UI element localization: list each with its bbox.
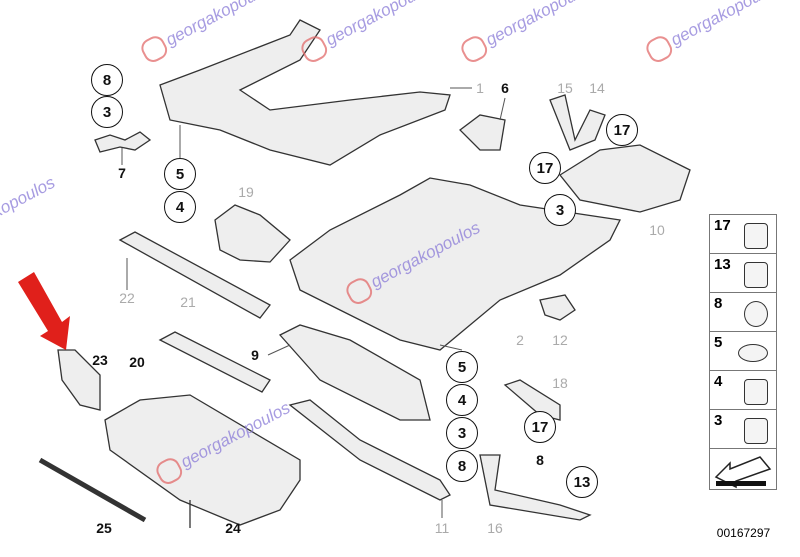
part-label: 8 [536,452,544,468]
bracket-18 [503,379,561,421]
strip-16 [479,454,592,521]
direction-arrow-icon [714,456,772,489]
clip-nut-icon [744,223,768,249]
circled-label: 3 [446,417,478,449]
engine-shield-20 [104,394,301,526]
bar-21 [158,331,271,393]
circled-label: 3 [544,194,576,226]
fastener-legend: 17 13 8 5 4 3 [709,214,777,490]
trim-11 [288,399,451,501]
circled-label: 13 [566,466,598,498]
part-label: 20 [129,354,145,370]
part-label: 18 [552,375,568,391]
circled-label: 4 [446,384,478,416]
part-label: 14 [589,80,605,96]
part-label: 15 [557,80,573,96]
part-label: 23 [92,352,108,368]
part-label: 22 [119,290,135,306]
circled-label: 8 [91,64,123,96]
circled-label: 3 [91,96,123,128]
bracket-19 [214,204,291,263]
diagram-code: 00167297 [716,526,771,540]
part-label: 11 [434,520,450,536]
shield-9 [278,324,431,421]
circled-label: 17 [529,152,561,184]
red-arrow [18,272,70,350]
part-label: 19 [238,184,254,200]
part-label: 12 [552,332,568,348]
bracket-6 [459,114,506,151]
rear-shield [559,144,691,213]
circled-label: 5 [446,351,478,383]
circled-label: 8 [446,450,478,482]
part-label: 2 [516,332,524,348]
main-underbody-panel [289,177,621,351]
front-underbody-shield [159,19,451,166]
cover-23 [57,349,101,411]
washer-icon [738,344,768,362]
circled-label: 17 [524,411,556,443]
bracket-14-15 [549,94,606,151]
legend-arrow [710,449,776,489]
part-label: 7 [118,165,126,181]
expansion-rivet-icon [744,262,768,288]
part-label: 9 [251,347,259,363]
bolt-icon [744,379,768,405]
part-label: 16 [487,520,503,536]
legend-item: 8 [710,293,776,332]
part-label: 1 [476,80,484,96]
part-label: 21 [180,294,196,310]
cover-12 [539,294,576,321]
legend-item: 3 [710,410,776,449]
rod-25 [38,457,147,523]
part-label: 24 [225,520,241,536]
part-label: 6 [501,80,509,96]
circled-label: 4 [164,191,196,223]
circled-label: 5 [164,158,196,190]
legend-item: 17 [710,215,776,254]
legend-item: 13 [710,254,776,293]
part-label: 10 [649,222,665,238]
nut-clip-icon [744,418,768,444]
circled-label: 17 [606,114,638,146]
legend-item: 5 [710,332,776,371]
legend-item: 4 [710,371,776,410]
beam-22 [118,231,271,319]
screw-icon [744,301,768,327]
part-label: 25 [96,520,112,536]
plate-7 [94,131,152,153]
